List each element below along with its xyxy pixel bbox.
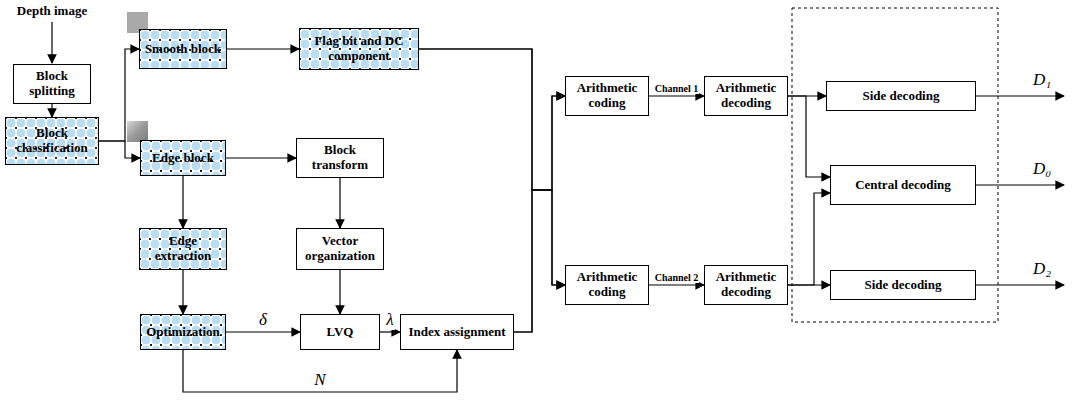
connector	[788, 193, 830, 285]
coder-box: Arithmetic coding	[565, 265, 649, 305]
output-arrow	[976, 284, 1064, 285]
input-arrow	[51, 22, 52, 63]
flag-dc-box: Flag bit and DC component	[299, 28, 419, 70]
connector	[788, 96, 830, 177]
output-arrow	[976, 95, 1064, 96]
edge-label: N	[313, 370, 326, 390]
node-text: Arithmetic decoding	[709, 270, 783, 300]
decoding-box: Central decoding	[830, 165, 976, 205]
connector	[419, 49, 565, 190]
connector	[182, 270, 183, 314]
connector	[339, 270, 340, 314]
output-arrow	[976, 184, 1064, 185]
process-box: Vector organization	[296, 228, 384, 270]
node-text: Optimization	[146, 325, 220, 340]
node-text: Flag bit and DC component	[304, 34, 414, 64]
process-box: Block transform	[296, 138, 384, 178]
edge-label: Channel 1	[654, 83, 700, 94]
edge-label: δ	[258, 310, 268, 330]
node-text: Edge extraction	[144, 234, 222, 264]
optimization-box: Optimization	[140, 314, 226, 350]
decoder-box: Arithmetic decoding	[704, 76, 788, 116]
node-text: Arithmetic coding	[570, 81, 644, 111]
node-text: Edge block	[152, 151, 214, 166]
process-box: Index assignment	[400, 314, 514, 350]
classification-box: Block classification	[5, 117, 99, 165]
edge-block-icon	[127, 121, 148, 142]
connector	[99, 49, 139, 141]
edge-label: Channel 2	[654, 272, 700, 283]
node-text: Vector organization	[301, 234, 379, 264]
connector	[788, 284, 830, 285]
connector	[227, 48, 299, 49]
node-text: Side decoding	[863, 89, 940, 104]
dashed-group-frame	[792, 8, 998, 322]
node-text: LVQ	[327, 325, 354, 340]
connector	[182, 176, 183, 228]
decoder-box: Arithmetic decoding	[704, 265, 788, 305]
output-label: D₀	[1032, 159, 1052, 179]
connector	[419, 49, 565, 285]
connector	[99, 141, 140, 158]
node-text: Arithmetic decoding	[709, 81, 783, 111]
connector	[226, 157, 296, 158]
node-text: Central decoding	[855, 178, 951, 193]
edge-block-box: Edge block	[140, 140, 226, 176]
connector	[649, 284, 704, 285]
node-text: Block classification	[10, 126, 94, 156]
node-text: Block transform	[301, 143, 379, 173]
connector	[380, 331, 400, 332]
process-box: Block splitting	[13, 64, 91, 104]
smooth-block-box: Smooth block	[139, 29, 227, 69]
output-label: D₂	[1032, 259, 1052, 279]
connector	[226, 331, 300, 332]
node-text: Smooth block	[145, 42, 221, 57]
process-box: LVQ	[300, 314, 380, 350]
decoding-box: Side decoding	[830, 270, 976, 300]
connector	[514, 190, 565, 332]
edge-extraction-box: Edge extraction	[139, 228, 227, 270]
node-text: Index assignment	[408, 325, 505, 340]
node-text: Side decoding	[865, 278, 942, 293]
output-label: D₁	[1032, 70, 1052, 90]
connector	[339, 178, 340, 228]
node-text: Block splitting	[18, 69, 86, 99]
decoding-box: Side decoding	[826, 81, 976, 111]
connector	[183, 350, 457, 392]
connector	[514, 96, 565, 332]
edge-label: λ	[385, 310, 394, 330]
input-label: Depth image	[17, 3, 87, 19]
coder-box: Arithmetic coding	[565, 76, 649, 116]
connector	[649, 95, 704, 96]
node-text: Arithmetic coding	[570, 270, 644, 300]
connector	[51, 104, 52, 117]
